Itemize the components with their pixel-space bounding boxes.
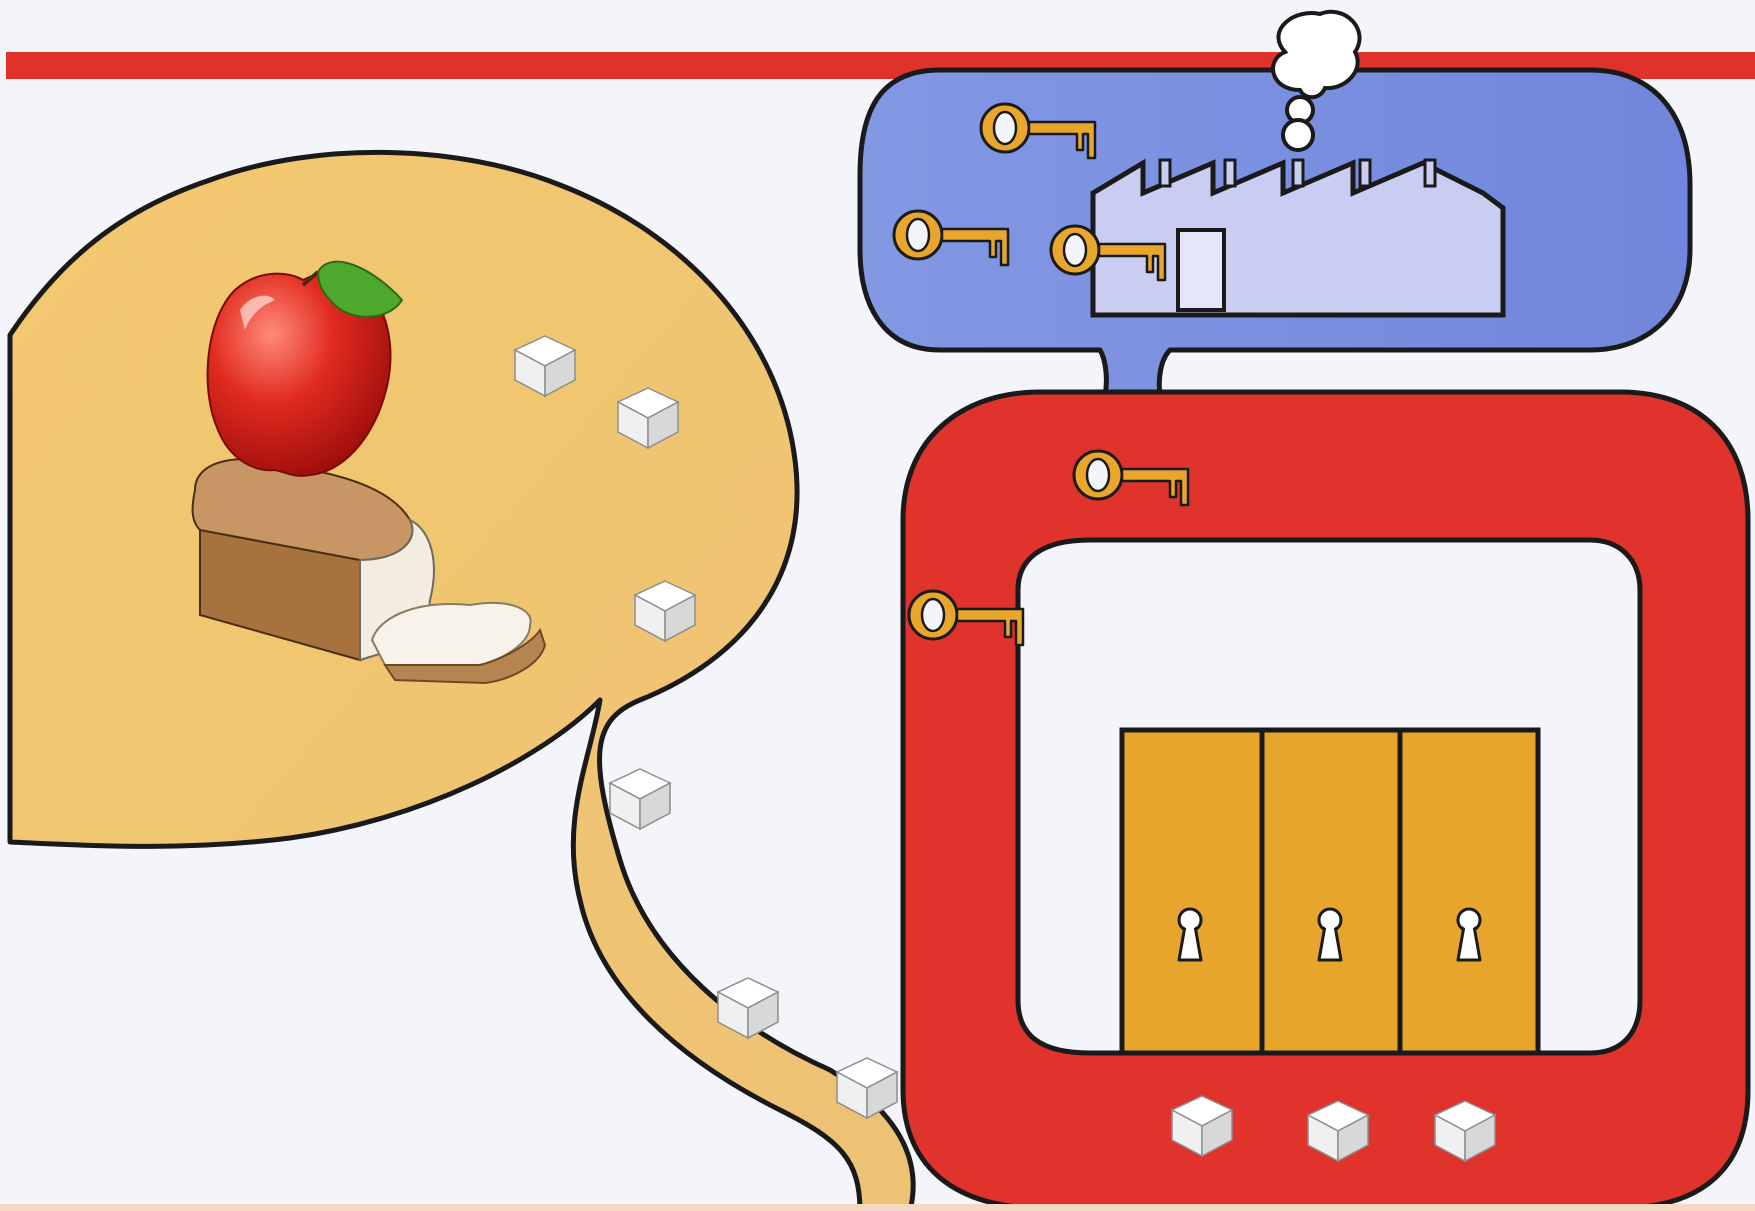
locked-doors: [1122, 730, 1538, 1053]
locked-door-icon: [1262, 730, 1400, 1053]
thought-bubble: [860, 12, 1690, 395]
factory-door-icon: [1178, 230, 1224, 310]
locked-door-icon: [1122, 730, 1262, 1053]
keyhole-icon: [1458, 909, 1480, 960]
locked-door-icon: [1400, 730, 1538, 1053]
keyhole-icon: [1179, 909, 1201, 960]
keyhole-icon: [1319, 909, 1341, 960]
bottom-edge: [0, 1204, 1755, 1211]
